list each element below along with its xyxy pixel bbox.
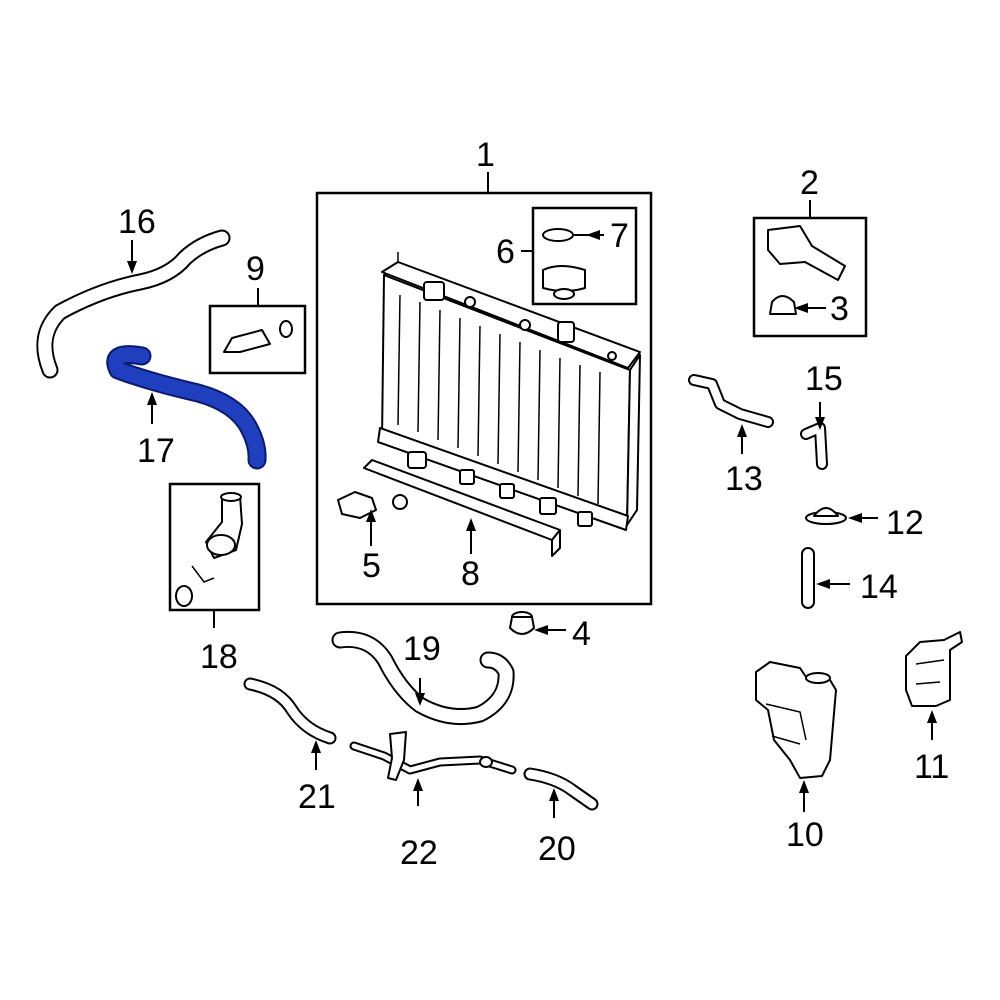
- radiator-cap-part-6[interactable]: [542, 265, 586, 300]
- callout-11[interactable]: 11: [914, 748, 949, 786]
- callout-9[interactable]: 9: [246, 250, 265, 288]
- mount-bushing-part-3[interactable]: [769, 295, 797, 315]
- callout-12[interactable]: 12: [886, 504, 924, 542]
- tube-part-14[interactable]: [801, 547, 815, 609]
- seal-ring-part-7[interactable]: [542, 228, 574, 242]
- reservoir-cap-part-12[interactable]: [805, 507, 847, 525]
- callout-20[interactable]: 20: [538, 830, 576, 868]
- callout-21[interactable]: 21: [298, 778, 336, 816]
- temperature-switch-part-9[interactable]: [223, 320, 293, 353]
- callout-2[interactable]: 2: [800, 164, 819, 202]
- callout-3[interactable]: 3: [830, 290, 849, 328]
- callout-5[interactable]: 5: [362, 547, 381, 585]
- radiator-assembly-box: [315, 191, 653, 606]
- callout-6[interactable]: 6: [496, 233, 515, 271]
- cap-box: [531, 206, 638, 306]
- radiator-core[interactable]: [377, 252, 641, 531]
- callout-15[interactable]: 15: [805, 360, 843, 398]
- mount-bushing-part-4[interactable]: [509, 611, 535, 635]
- callout-8[interactable]: 8: [461, 555, 480, 593]
- drain-plug-part-5[interactable]: [337, 491, 408, 519]
- callout-17[interactable]: 17: [137, 432, 175, 470]
- callout-14[interactable]: 14: [860, 568, 898, 606]
- mount-bracket-part-2[interactable]: [767, 225, 846, 281]
- callout-19[interactable]: 19: [403, 630, 441, 668]
- callout-13[interactable]: 13: [725, 460, 763, 498]
- callout-10[interactable]: 10: [786, 816, 824, 854]
- callout-4[interactable]: 4: [572, 615, 591, 653]
- callout-16[interactable]: 16: [118, 203, 156, 241]
- water-outlet-part-18[interactable]: [175, 492, 243, 607]
- callout-1[interactable]: 1: [476, 136, 495, 174]
- callout-22[interactable]: 22: [400, 834, 438, 872]
- callout-18[interactable]: 18: [200, 638, 238, 676]
- callout-7[interactable]: 7: [610, 217, 629, 255]
- pipe-part-22[interactable]: [349, 731, 517, 781]
- coolant-reservoir-part-10[interactable]: [755, 661, 837, 779]
- reservoir-bracket-part-11[interactable]: [905, 631, 963, 707]
